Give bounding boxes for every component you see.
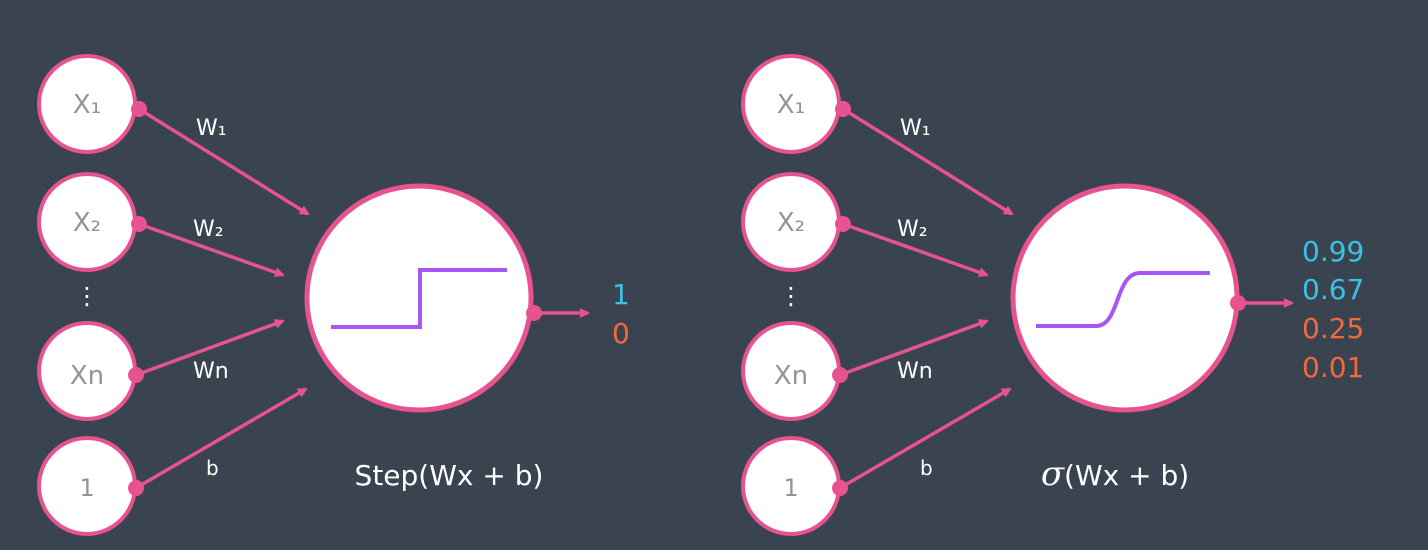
weight-label-w2: W₂	[193, 217, 224, 242]
inputs-ellipsis: ⋮	[75, 282, 99, 310]
input-node-x2: X₂	[741, 172, 841, 272]
weight-label-b: b	[206, 456, 219, 480]
input-node-xn: Xn	[37, 321, 137, 421]
sigmoid-function-curve	[1036, 271, 1210, 328]
step-neuron	[304, 183, 534, 413]
input-arrows	[135, 107, 310, 490]
input-arrows	[839, 107, 1014, 490]
input-label-xn: Xn	[774, 361, 808, 391]
input-connector-dots	[128, 101, 147, 496]
output-value-0-01: 0.01	[1302, 351, 1364, 384]
arrow-xn	[839, 319, 989, 377]
input-node-xn: Xn	[741, 321, 841, 421]
arrow-bias	[135, 387, 308, 490]
output-connector-dot	[1230, 295, 1246, 311]
output-value-0-99: 0.99	[1302, 235, 1364, 268]
arrow-x1	[842, 107, 1014, 216]
weight-label-w1: W₁	[900, 116, 931, 141]
arrow-bias	[839, 387, 1012, 490]
sigmoid-formula-body: (Wx + b)	[1064, 459, 1189, 492]
input-node-x2: X₂	[37, 172, 137, 272]
step-function-curve	[331, 268, 507, 329]
output-value-1: 1	[612, 278, 630, 311]
input-label-bias: 1	[79, 474, 94, 502]
weight-label-wn: Wn	[897, 359, 933, 384]
weight-label-w1: W₁	[196, 116, 227, 141]
weight-label-w2: W₂	[897, 217, 928, 242]
weight-label-wn: Wn	[193, 359, 229, 384]
inputs-ellipsis: ⋮	[779, 282, 803, 310]
output-value-0-25: 0.25	[1302, 312, 1364, 345]
input-label-x2: X₂	[777, 208, 805, 238]
input-label-x1: X₁	[73, 90, 101, 120]
sigmoid-formula: σ(Wx + b)	[1041, 454, 1189, 494]
arrow-x2	[138, 222, 285, 278]
input-connector-dots	[832, 101, 851, 496]
weight-label-b: b	[920, 456, 933, 480]
input-node-bias: 1	[37, 436, 137, 536]
arrow-x2	[842, 222, 989, 278]
output-value-0: 0	[612, 317, 630, 350]
arrow-x1	[138, 107, 310, 216]
step-formula: Step(Wx + b)	[355, 459, 544, 492]
input-label-bias: 1	[783, 474, 798, 502]
step-perceptron: X₁ X₂ ⋮ Xn 1 W₁ W₂ Wn b	[37, 54, 630, 536]
sigmoid-neuron	[1010, 183, 1240, 413]
sigma-symbol: σ	[1041, 454, 1065, 494]
output-connector-dot	[526, 305, 542, 321]
arrow-xn	[135, 319, 285, 377]
sigmoid-perceptron: X₁ X₂ ⋮ Xn 1 W₁ W₂ Wn b 0	[741, 54, 1364, 536]
input-label-xn: Xn	[70, 361, 104, 391]
input-label-x2: X₂	[73, 208, 101, 238]
input-node-x1: X₁	[37, 54, 137, 154]
input-label-x1: X₁	[777, 90, 805, 120]
output-value-0-67: 0.67	[1302, 273, 1364, 306]
input-node-x1: X₁	[741, 54, 841, 154]
input-node-bias: 1	[741, 436, 841, 536]
